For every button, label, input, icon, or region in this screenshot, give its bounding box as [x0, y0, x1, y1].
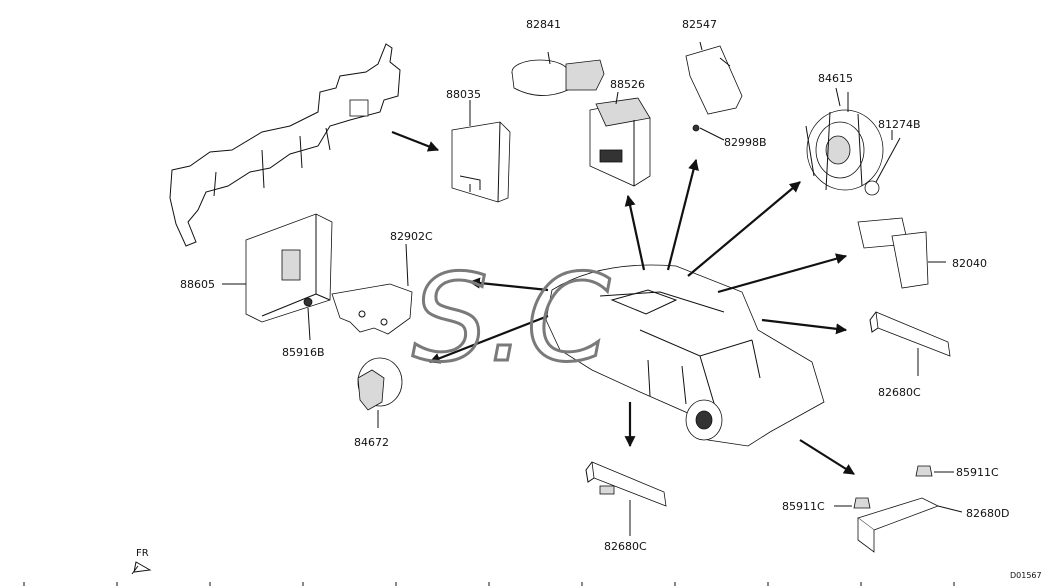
bracket-82902C-illustration — [331, 243, 413, 335]
watermark-text: S.C — [412, 250, 610, 389]
label-82680D: 82680D — [966, 507, 1009, 520]
antenna-82841-illustration — [511, 51, 605, 96]
label-85916B: 85916B — [282, 346, 325, 359]
label-85911C-top: 85911C — [956, 466, 999, 479]
label-84615: 84615 — [818, 72, 853, 85]
label-88605: 88605 — [180, 278, 215, 291]
bracket-82680D-illustration — [834, 465, 963, 553]
front-orientation-indicator: FR — [131, 548, 152, 575]
label-82680C-right: 82680C — [878, 386, 921, 399]
fr-label: FR — [136, 548, 149, 559]
label-82902C: 82902C — [390, 230, 433, 243]
diagram-code: D01567 — [1010, 571, 1042, 580]
arrows — [391, 130, 855, 475]
label-85911C-left: 85911C — [782, 500, 825, 513]
sensor-84672-illustration — [357, 357, 403, 428]
bracket-82040-illustration — [857, 217, 946, 289]
label-88526: 88526 — [610, 78, 645, 91]
bottom-border-ticks — [23, 582, 955, 586]
label-81274B: 81274B — [878, 118, 921, 131]
leader-lines — [469, 87, 893, 140]
module-88605-illustration — [222, 213, 333, 341]
label-82040: 82040 — [952, 257, 987, 270]
module-88035-illustration — [451, 121, 511, 203]
label-82841: 82841 — [526, 18, 561, 31]
dash-frame-illustration — [169, 43, 401, 247]
horn-84615-illustration — [805, 92, 901, 196]
label-82680C-bottom: 82680C — [604, 540, 647, 553]
watermark: S.C — [411, 249, 612, 391]
label-84672: 84672 — [354, 436, 389, 449]
label-82547: 82547 — [682, 18, 717, 31]
bracket-82680C-bottom-illustration — [585, 461, 667, 536]
unit-88526-illustration — [589, 97, 651, 187]
truck-illustration — [545, 264, 825, 447]
bracket-82680C-right-illustration — [869, 311, 951, 376]
label-82998B: 82998B — [724, 136, 767, 149]
front-arrow-icon — [131, 561, 152, 575]
bracket-82547-illustration — [685, 41, 743, 141]
label-88035: 88035 — [446, 88, 481, 101]
